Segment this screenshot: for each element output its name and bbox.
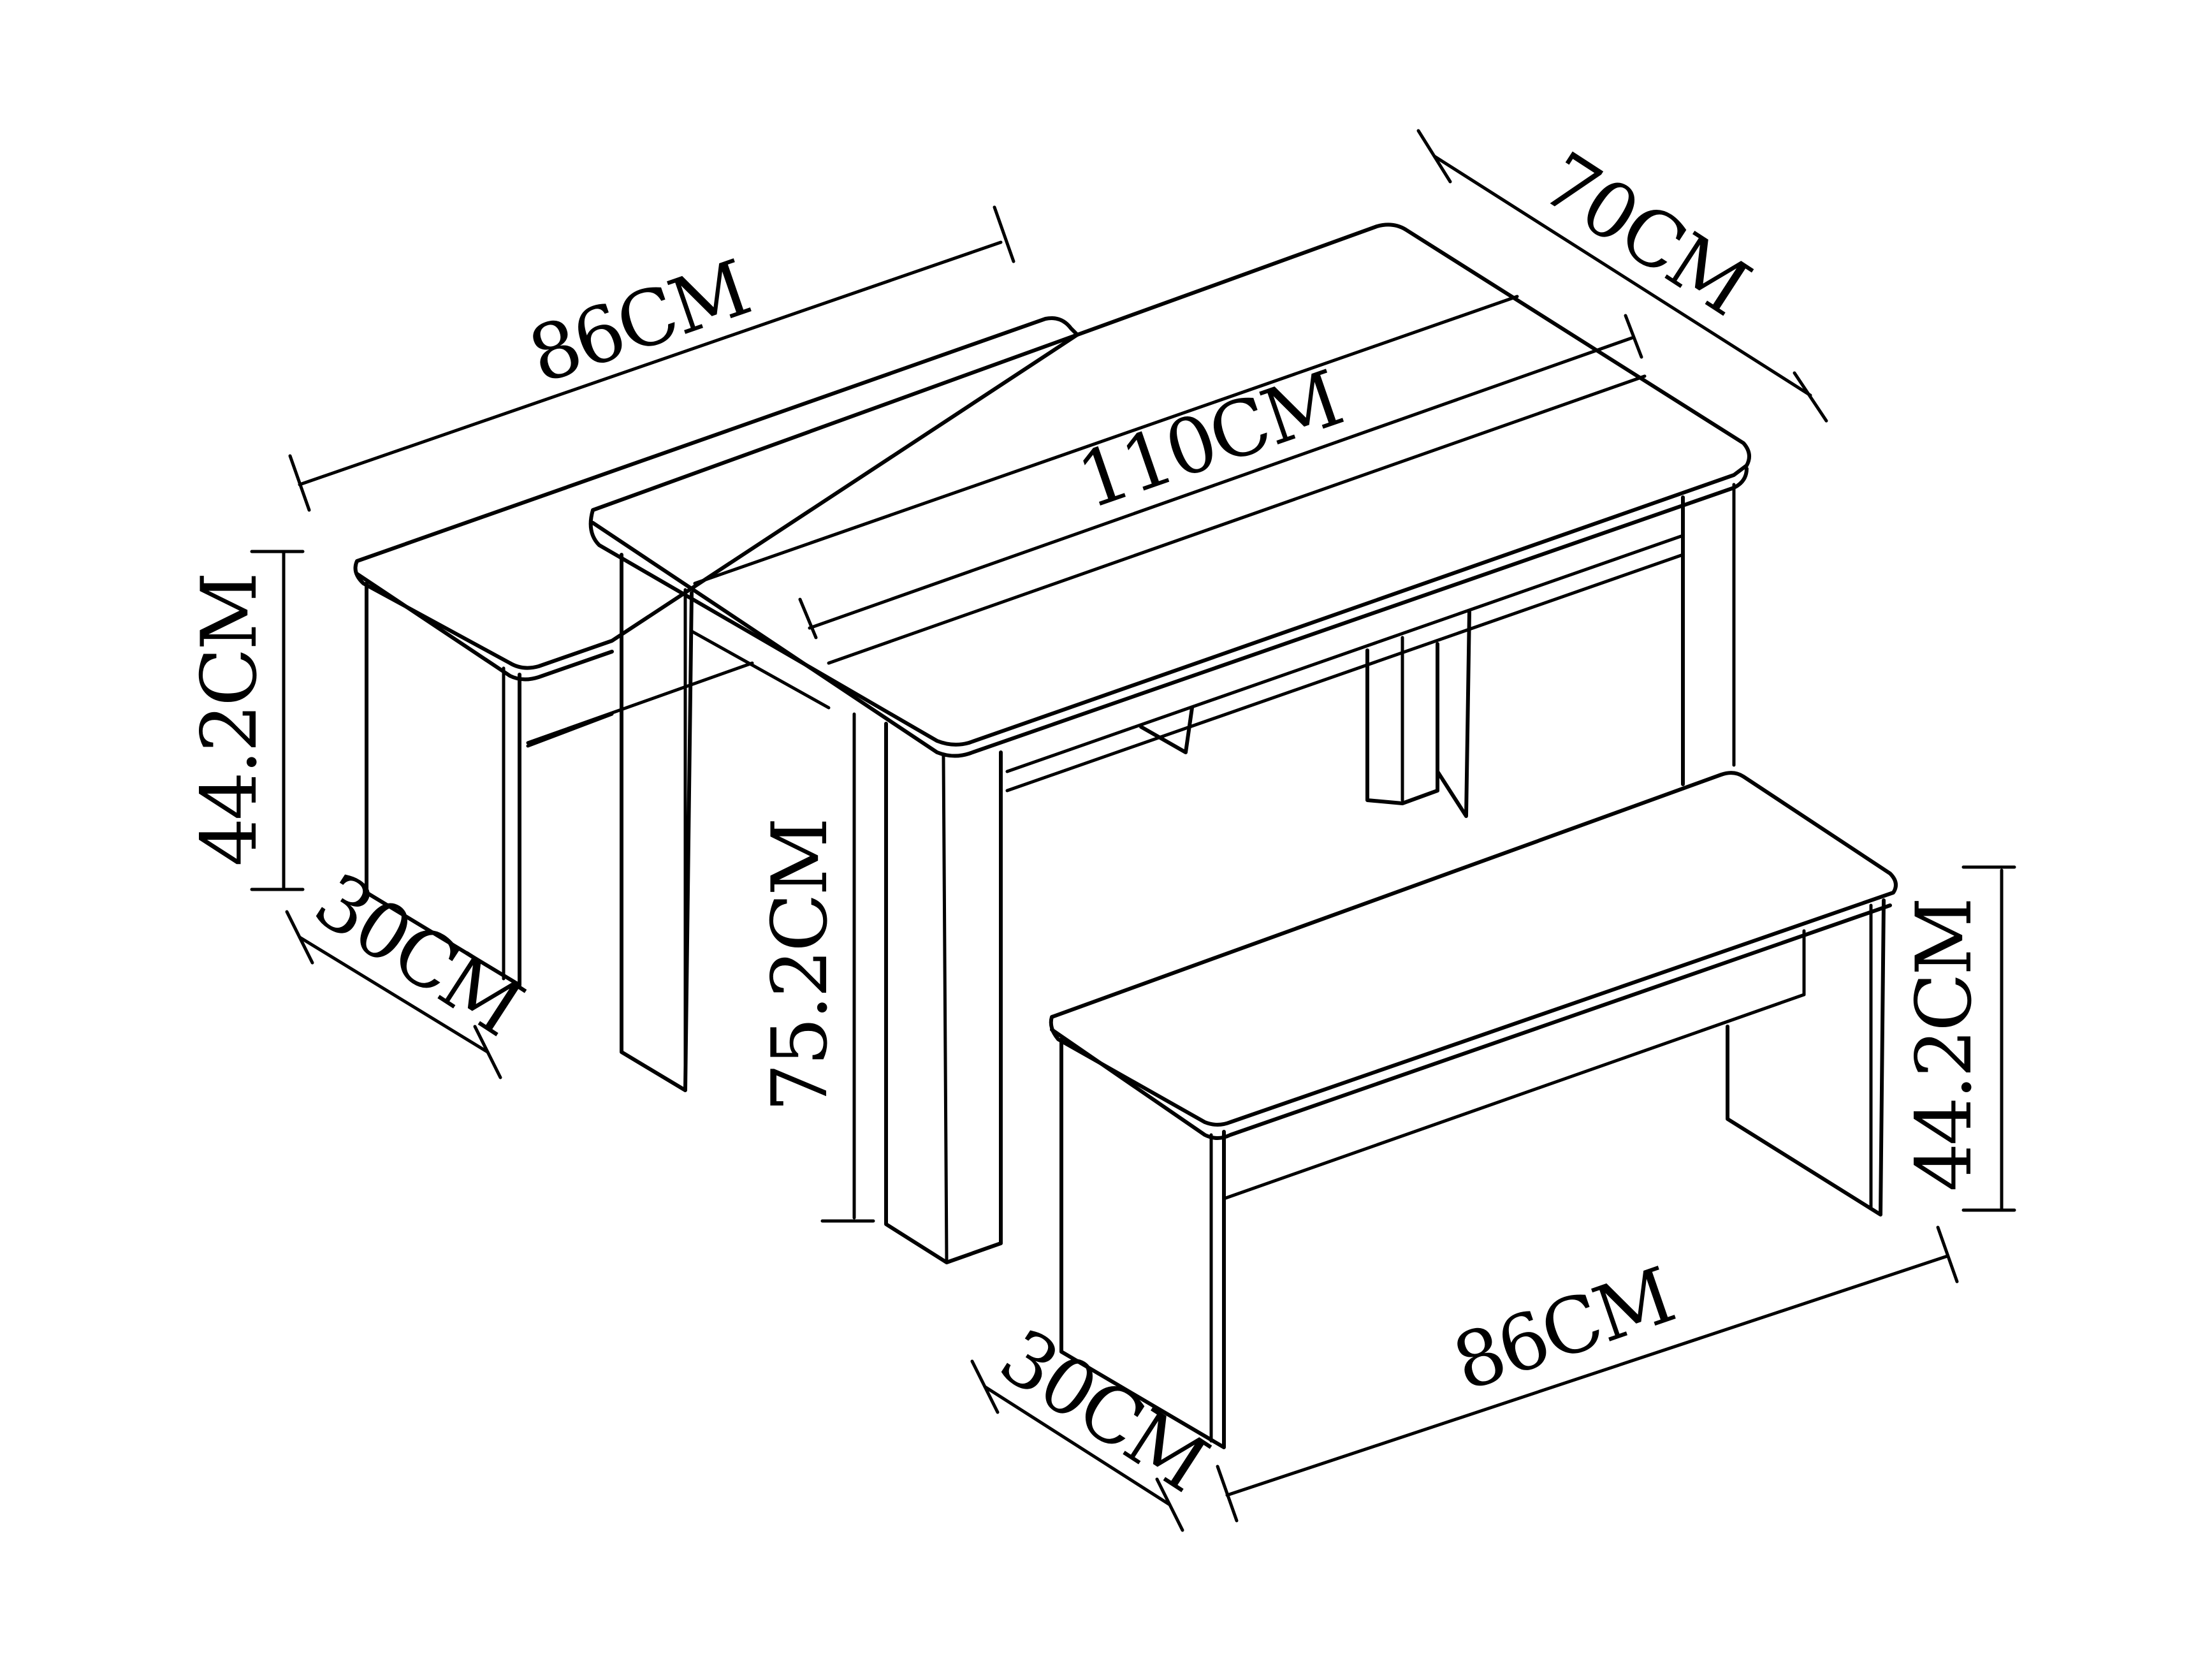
table-front-leg xyxy=(884,722,1003,1264)
label-table-length: 110CM xyxy=(1067,354,1351,526)
table-left-leg xyxy=(620,553,694,1092)
front-bench-top-edge xyxy=(1050,903,1892,1140)
label-bench-back-length: 86CM xyxy=(518,244,759,401)
label-table-width: 70CM xyxy=(1527,136,1763,332)
front-bench-left-leg xyxy=(1059,1037,1226,1449)
back-bench-left-leg xyxy=(365,581,521,987)
label-table-height: 75.2CM xyxy=(756,820,845,1112)
table xyxy=(588,223,1751,1264)
back-bench xyxy=(353,316,1079,987)
front-bench-top xyxy=(1049,771,1898,1127)
table-top xyxy=(588,223,1751,747)
label-bench-back-height: 44.2CM xyxy=(186,574,274,866)
back-bench-top xyxy=(353,316,1079,670)
front-bench-right-leg xyxy=(1726,898,1886,1217)
front-bench xyxy=(1049,771,1898,1449)
back-bench-top-edge xyxy=(355,572,614,682)
table-top-edge xyxy=(591,467,1749,758)
label-bench-front-height: 44.2CM xyxy=(1900,900,1989,1192)
dimension-lines xyxy=(250,129,2016,1532)
label-bench-back-depth: 30CM xyxy=(300,856,535,1053)
